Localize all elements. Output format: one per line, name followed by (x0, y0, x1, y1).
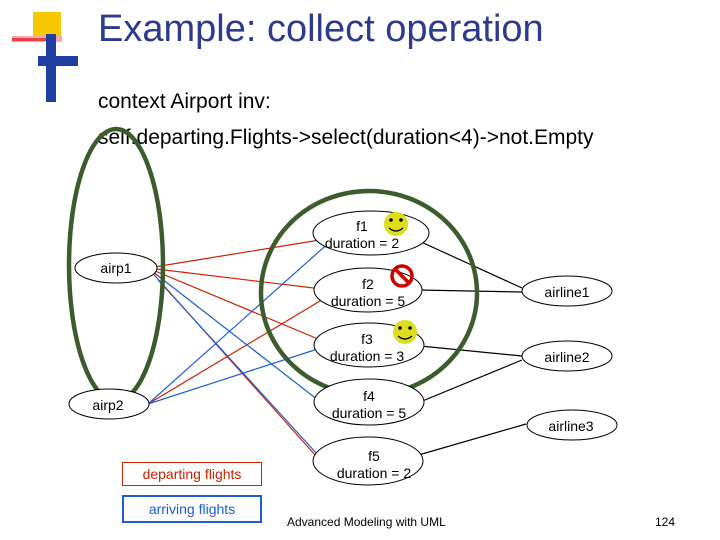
airline-airline3-label: airline3 (548, 418, 594, 434)
airport-airp1-node (74, 252, 158, 284)
legend-departing-flights: departing flights (122, 462, 262, 486)
arriving-links (147, 239, 333, 456)
flight-duration: duration = 2 (336, 465, 412, 481)
airline-link (419, 345, 523, 357)
flight-name: f1 (356, 218, 368, 234)
slide-logo (12, 12, 78, 102)
flight-duration: duration = 5 (331, 405, 407, 421)
flight-f1-label: f1 duration = 2 (312, 218, 412, 252)
arriving-link (147, 267, 319, 401)
airport-airp1-label: airp1 (100, 260, 132, 276)
footer-text: Advanced Modeling with UML (287, 515, 446, 529)
flight-name: f5 (368, 448, 380, 464)
departing-link (147, 267, 331, 291)
airline-links (407, 235, 527, 457)
airport-airp2-node (68, 388, 150, 420)
airline-link (417, 289, 523, 293)
flight-f2-label: f2 duration = 5 (318, 276, 418, 310)
airline-link (414, 423, 527, 457)
departing-link (147, 237, 333, 269)
flight-f3-label: f3 duration = 3 (317, 331, 417, 365)
ocl-context-line: context Airport inv: (98, 90, 271, 113)
logo-blue-horizontal (38, 56, 78, 66)
airline-airline3-node (526, 409, 618, 441)
arriving-link (147, 344, 331, 405)
flight-name: f4 (363, 388, 375, 404)
smiley-icon (393, 320, 417, 344)
arriving-link (147, 239, 333, 405)
page-number: 124 (655, 515, 676, 529)
flight-duration: duration = 5 (330, 293, 406, 309)
flight-name: f2 (362, 276, 374, 292)
slide-title: Example: collect operation (98, 8, 544, 50)
departing-links (147, 237, 333, 457)
airline-airline2-label: airline2 (544, 349, 590, 365)
airline-link (407, 235, 523, 289)
airline-airline1-label: airline1 (544, 284, 590, 300)
smiley-icon (384, 212, 408, 236)
airline-link (419, 359, 523, 403)
prohibited-icon (390, 264, 414, 288)
departing-link (147, 267, 331, 345)
flight-f5-label: f5 duration = 2 (324, 448, 424, 482)
airline-airline2-node (521, 340, 613, 372)
logo-red-bar (12, 38, 50, 41)
flight-duration: duration = 2 (324, 235, 400, 251)
flight-f2-node (313, 267, 423, 313)
flight-f5-node (312, 436, 424, 486)
flight-duration: duration = 3 (329, 348, 405, 364)
flight-f4-node (313, 378, 425, 426)
flight-f4-label: f4 duration = 5 (319, 388, 419, 422)
logo-blue-vertical (46, 34, 56, 102)
arriving-link (157, 279, 319, 456)
legend-arriving-flights: arriving flights (122, 495, 262, 523)
airport-airp2-label: airp2 (92, 397, 124, 413)
departing-link (147, 294, 331, 405)
airline-airline1-node (521, 275, 613, 307)
flight-name: f3 (361, 331, 373, 347)
ocl-expression-line: self.departing.Flights->select(duration<… (98, 126, 594, 149)
